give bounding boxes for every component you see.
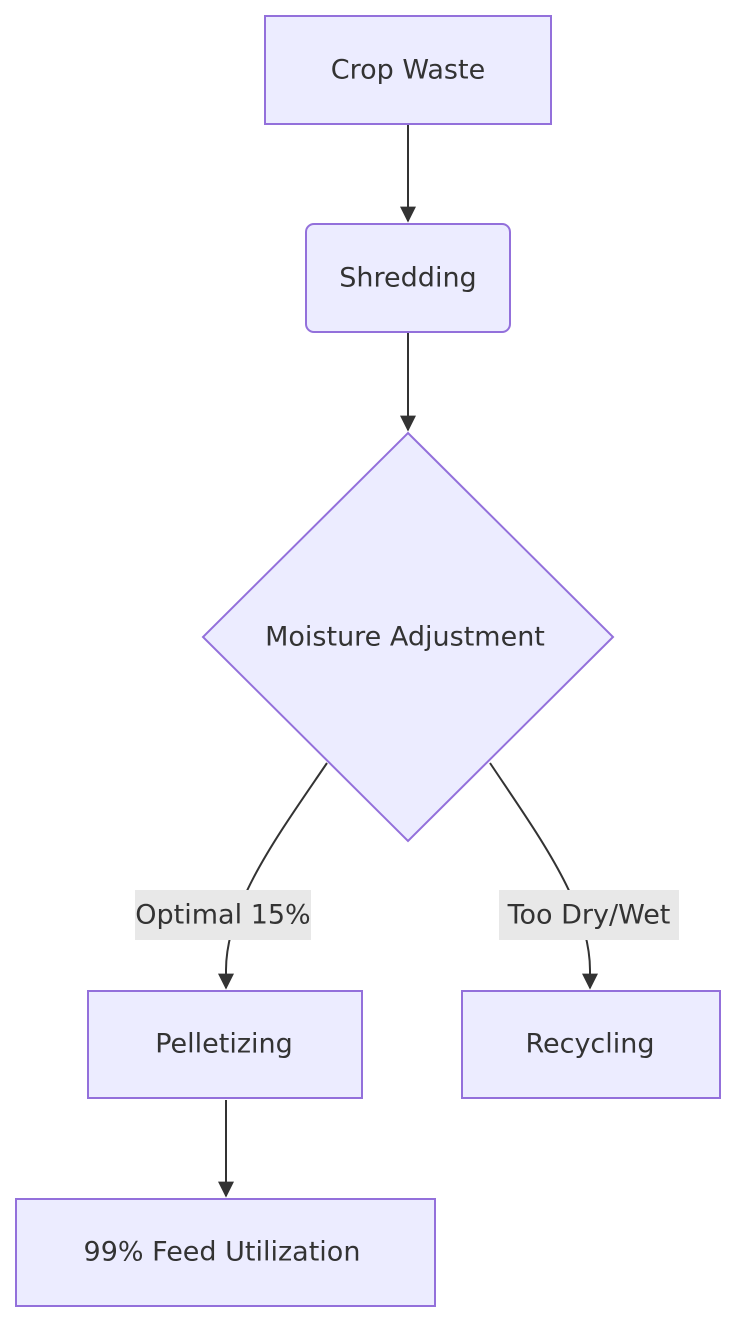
node-pelletizing-label: Pelletizing (155, 1029, 293, 1060)
edge-moisture-to-pelletizing (218, 762, 328, 990)
node-moisture-adjustment-label: Moisture Adjustment (265, 622, 545, 653)
node-recycling-label: Recycling (525, 1029, 654, 1060)
node-moisture-adjustment: Moisture Adjustment (201, 431, 615, 843)
node-feed-utilization-label: 99% Feed Utilization (84, 1237, 361, 1268)
edges (218, 125, 598, 1198)
edge-label-optimal: Optimal 15% (135, 890, 311, 940)
node-feed-utilization: 99% Feed Utilization (15, 1198, 436, 1307)
edge-label-too-dry-wet-text: Too Dry/Wet (507, 900, 671, 931)
edge-label-optimal-text: Optimal 15% (135, 900, 310, 931)
node-pelletizing: Pelletizing (87, 990, 363, 1099)
node-crop-waste-label: Crop Waste (331, 55, 485, 86)
node-shredding: Shredding (305, 223, 511, 333)
node-crop-waste: Crop Waste (264, 15, 552, 125)
edge-moisture-to-recycling (489, 762, 598, 990)
edge-label-too-dry-wet: Too Dry/Wet (499, 890, 679, 940)
node-recycling: Recycling (461, 990, 721, 1099)
node-shredding-label: Shredding (339, 263, 476, 294)
